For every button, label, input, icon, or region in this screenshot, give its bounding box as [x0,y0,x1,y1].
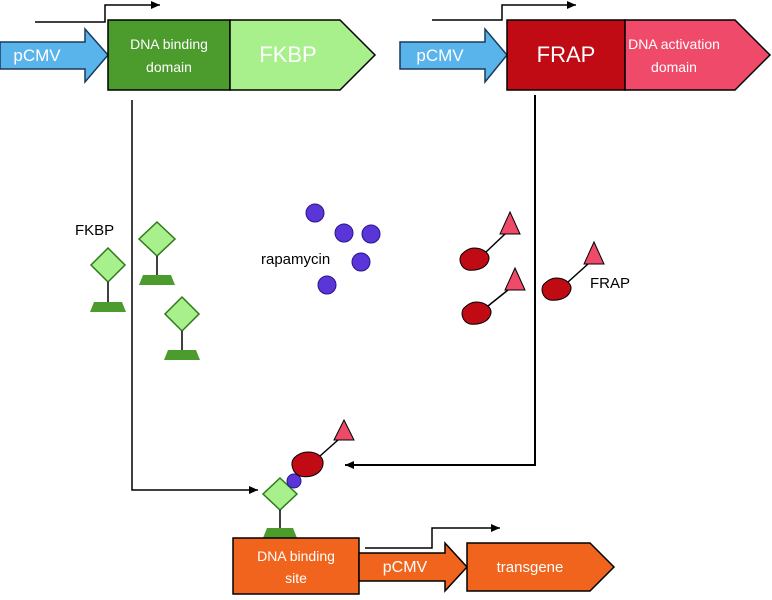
reporter-construct: DNA binding site pCMV transgene [232,524,616,595]
complex-frap-body [291,451,324,478]
left-fkbp-box [229,19,377,91]
right-activation-label-1: DNA activation [628,36,720,52]
frap-label: FRAP [590,275,630,292]
fkbp-label: FKBP [75,222,114,239]
fkbp-protein-1 [89,246,127,312]
complex-frap-triangle [333,418,355,441]
left-transcription-start-arrow [35,1,160,23]
left-connector-arrow [131,100,258,494]
left-binding-domain-box [107,19,231,91]
rapamycin-dot [334,223,354,243]
bound-complex [261,418,355,538]
left-fkbp-label: FKBP [259,42,316,67]
right-activation-label-2: domain [651,59,697,75]
left-construct: pCMV DNA binding domain FKBP [0,1,377,91]
reporter-pcmv-arrow [358,541,469,593]
frap-protein-3 [541,240,605,301]
reporter-transgene-box [466,542,616,592]
rapamycin-label: rapamycin [261,251,330,268]
fkbp-protein-2 [137,220,177,285]
left-binding-domain-label-2: domain [146,59,192,75]
fkbp-protein-3 [163,295,201,360]
right-activation-domain-box [624,19,772,91]
complex-anchor [263,528,297,538]
frap-protein-2 [461,266,526,325]
rapamycin-dot [305,203,325,223]
frap-protein-1 [459,210,521,271]
rapamycin-dot [361,224,381,244]
left-pcmv-label: pCMV [13,46,61,65]
reporter-binding-site-label-2: site [285,570,307,586]
rapamycin-dot [351,252,371,272]
reporter-pcmv-label: pCMV [383,559,428,576]
complex-frap-linker [319,439,339,457]
right-construct: pCMV FRAP DNA activation domain [399,1,772,91]
reporter-transgene-label: transgene [497,559,564,576]
right-frap-label: FRAP [537,42,596,67]
rapamycin-dot [317,275,337,295]
reporter-binding-site-label-1: DNA binding [257,548,335,564]
rapamycin-molecules [305,203,381,295]
left-pcmv-arrow [0,27,109,85]
right-transcription-start-arrow [432,1,576,21]
reporter-transcription-start-arrow [365,524,500,549]
right-pcmv-label: pCMV [416,46,464,65]
right-pcmv-arrow [399,26,508,85]
right-connector-arrow [345,95,536,469]
left-binding-domain-label-1: DNA binding [130,36,208,52]
complex-rapamycin-dot [286,473,302,489]
